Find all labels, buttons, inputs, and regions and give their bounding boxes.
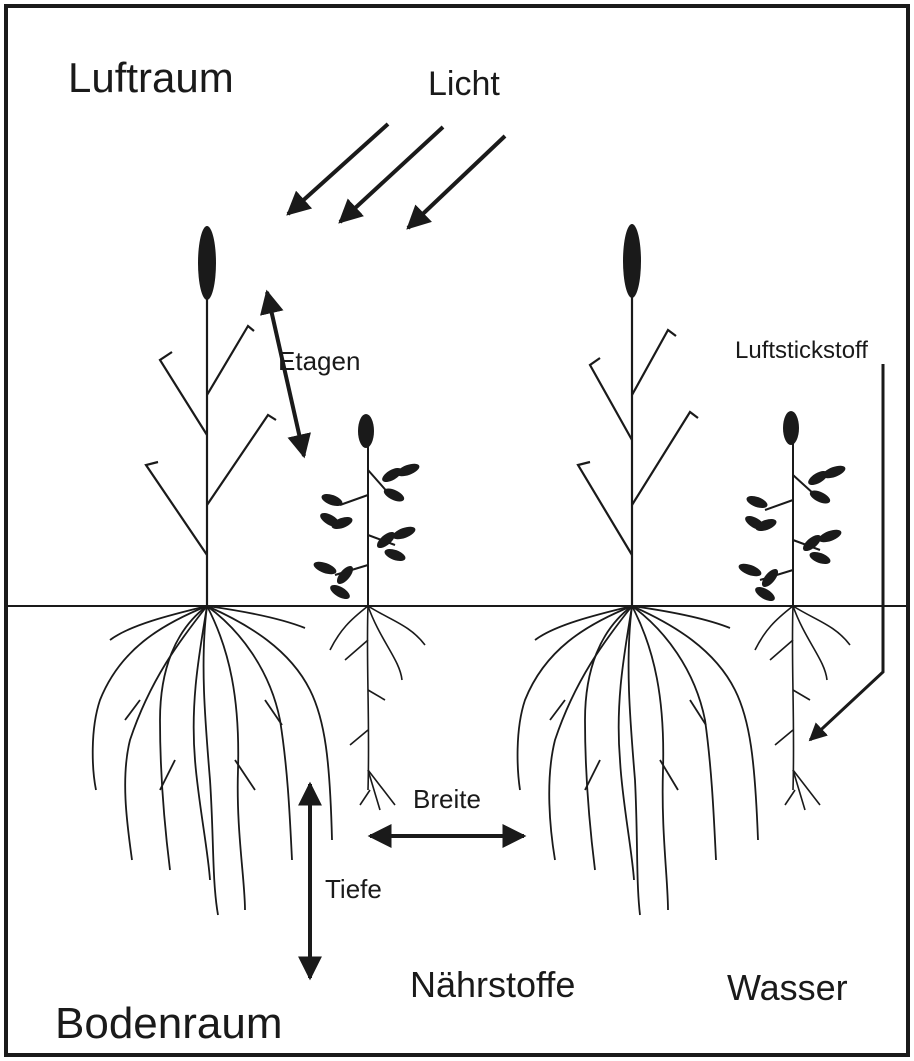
- label-nutrients: Nährstoffe: [410, 964, 575, 1005]
- label-air-nitrogen: Luftstickstoff: [735, 337, 868, 364]
- legume-plant-right: [737, 411, 850, 810]
- grass-plant-right: [518, 224, 758, 915]
- label-width: Breite: [413, 784, 481, 814]
- legume-plant-left: [312, 414, 425, 810]
- label-layers: Etagen: [278, 346, 360, 376]
- grass-plant-left: [93, 226, 332, 915]
- label-air-space: Luftraum: [68, 54, 234, 101]
- diagram-frame: [6, 6, 908, 1055]
- label-water: Wasser: [727, 967, 848, 1008]
- light-arrows: [288, 124, 505, 228]
- label-depth: Tiefe: [325, 874, 382, 904]
- label-soil-space: Bodenraum: [55, 999, 282, 1048]
- air-nitrogen-arrow: [810, 364, 883, 740]
- label-light: Licht: [428, 65, 500, 103]
